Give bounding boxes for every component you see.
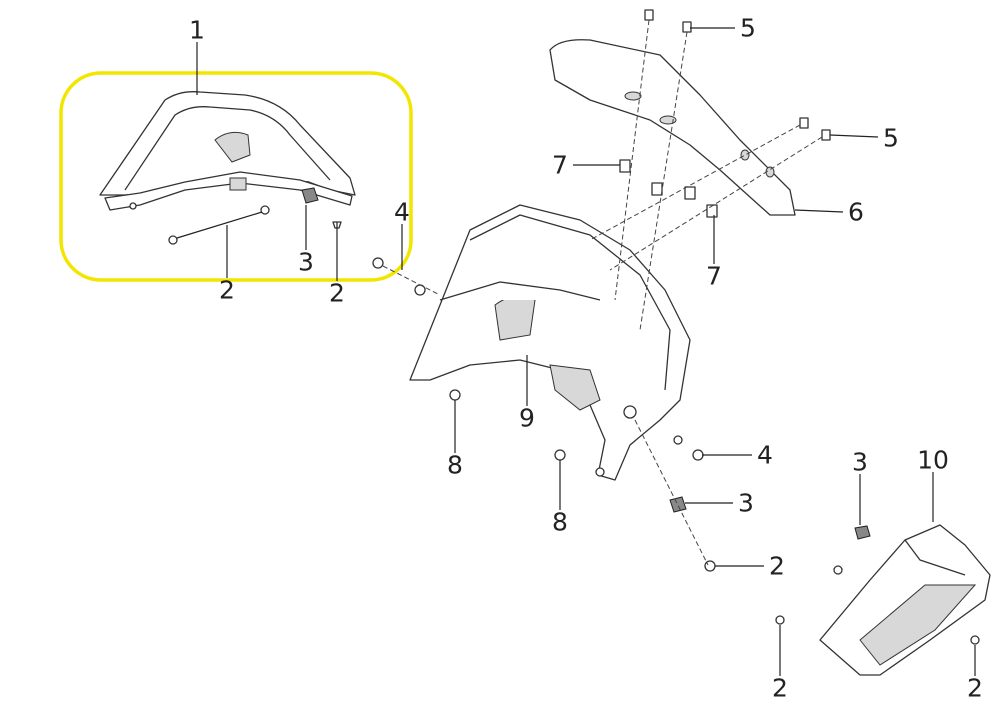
callout-number: 2	[219, 275, 235, 305]
callout-number: 4	[394, 197, 410, 227]
callout-number: 5	[883, 123, 899, 153]
callout-number: 2	[769, 551, 785, 581]
part-6-windshield	[549, 39, 796, 216]
callout-number: 1	[189, 15, 205, 45]
callout-number: 3	[852, 447, 868, 477]
callout-number: 4	[757, 440, 773, 470]
leader-lines	[196, 27, 976, 676]
part-10-side-cover	[775, 524, 991, 676]
callout-number: 2	[772, 673, 788, 703]
callout-number: 2	[967, 673, 983, 703]
callout-number: 2	[329, 278, 345, 308]
part-9-fasteners	[372, 257, 716, 572]
callout-number: 3	[738, 488, 754, 518]
leader-line	[829, 134, 879, 138]
callout-number: 5	[740, 13, 756, 43]
part-1-fasteners	[168, 187, 342, 245]
callout-number: 3	[298, 247, 314, 277]
part-9-inner-fairing	[409, 204, 691, 481]
callout-number: 6	[848, 197, 864, 227]
callout-number: 8	[552, 507, 568, 537]
callout-number: 7	[706, 261, 722, 291]
leader-line	[794, 209, 844, 213]
callout-number: 9	[519, 403, 535, 433]
part-1-cover	[99, 91, 356, 211]
callout-number: 8	[447, 450, 463, 480]
highlight-frame	[59, 71, 413, 282]
part-5-7-fasteners	[589, 9, 831, 331]
callout-number: 7	[552, 150, 568, 180]
callout-number: 10	[917, 445, 949, 475]
